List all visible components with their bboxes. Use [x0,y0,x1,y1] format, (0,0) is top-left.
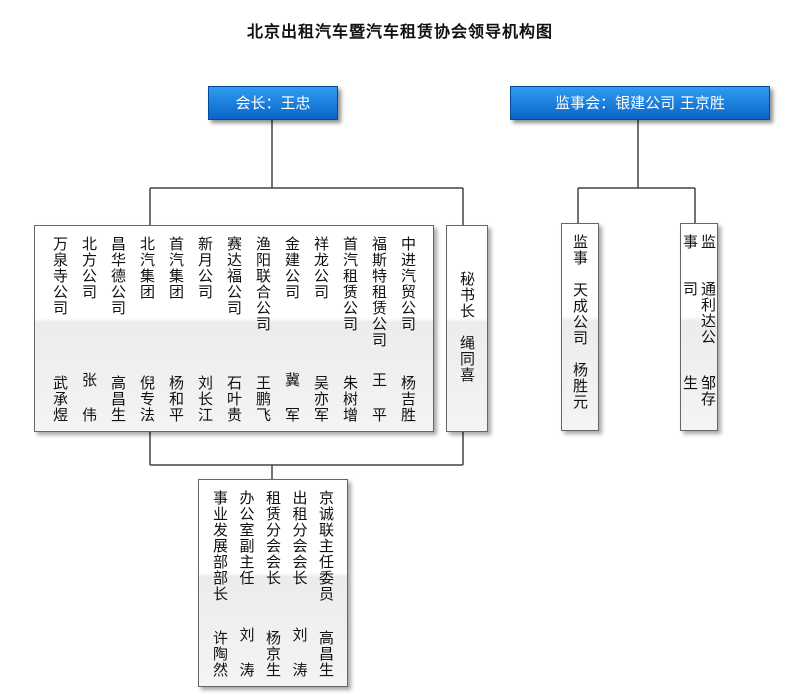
committee-role: 事业发展部部长 [211,490,229,602]
supervisor-org: 天成公司 [571,282,589,346]
vp-org: 中进汽贸公司 [399,236,417,332]
committee-name: 高昌生 [317,630,335,678]
committee-column: 出租分会会长 刘 涛 [291,490,309,678]
committee-role: 租赁分会会长 [264,490,282,586]
committee-column: 事业发展部部长 许陶然 [211,490,229,678]
committee-name: 刘 涛 [290,627,309,678]
vp-org: 北汽集团 [138,236,156,300]
supervisor-title: 监事 [681,234,717,250]
vp-org: 赛达福公司 [225,236,243,316]
vp-column: 新月公司 刘长江 [196,236,214,423]
vp-org: 祥龙公司 [312,236,330,300]
committees-box: 京诚联主任委员 高昌生 出租分会会长 刘 涛 租赁分会会长 杨京生 办公室副主任… [198,479,348,687]
secretary-name: 绳同喜 [458,335,476,383]
vice-presidents-box: 中进汽贸公司 杨吉胜 福斯特租赁公司 王 平 首汽租赁公司 朱树增 祥龙公司 吴… [34,225,434,432]
vp-org: 万泉寺公司 [51,236,69,316]
supervisor-org: 通利达公司 [681,281,717,346]
supervisory-board-box: 监事会：银建公司 王京胜 [510,86,770,120]
vp-name: 武承煜 [51,375,69,423]
vp-column: 首汽租赁公司 朱树增 [341,236,359,423]
president-box: 会长：王忠 [208,86,338,120]
vp-org: 首汽集团 [167,236,185,300]
vp-name: 倪专法 [138,375,156,423]
committee-name: 刘 涛 [237,627,256,678]
vp-column: 昌华德公司 高昌生 [109,236,127,423]
vp-name: 冀 军 [283,372,301,423]
supervisor-box: 监事 天成公司 杨胜元 [561,223,599,431]
vp-column: 福斯特租赁公司 王 平 [370,236,388,423]
supervisor-column: 监事 天成公司 杨胜元 [571,234,589,422]
vp-column: 渔阳联合公司 王鹏飞 [254,236,272,423]
vp-column: 中进汽贸公司 杨吉胜 [399,236,417,423]
vp-org: 北方公司 [80,236,98,300]
vp-org: 金建公司 [283,236,301,300]
supervisor-column: 监事 通利达公司 邹存生 [681,234,717,422]
vp-org: 福斯特租赁公司 [370,236,388,348]
supervisor-title: 监事 [571,234,589,266]
vp-column: 北方公司 张 伟 [80,236,98,423]
vp-name: 石叶贵 [225,375,243,423]
secretary-box: 秘书长 绳同喜 [446,225,488,432]
secretary-column: 秘书长 绳同喜 [458,271,476,401]
vp-name: 刘长江 [196,375,214,423]
secretary-title: 秘书长 [458,271,476,319]
vp-column: 北汽集团 倪专法 [138,236,156,423]
vp-org: 新月公司 [196,236,214,300]
vp-org: 昌华德公司 [109,236,127,316]
vp-name: 吴亦军 [312,375,330,423]
vp-name: 王鹏飞 [254,375,272,423]
committee-column: 京诚联主任委员 高昌生 [317,490,335,678]
vp-column: 金建公司 冀 军 [283,236,301,423]
vp-name: 杨和平 [167,375,185,423]
committee-role: 京诚联主任委员 [317,490,335,602]
supervisor-box: 监事 通利达公司 邹存生 [680,223,718,431]
vp-column: 祥龙公司 吴亦军 [312,236,330,423]
committee-role: 办公室副主任 [237,490,256,586]
vp-column: 赛达福公司 石叶贵 [225,236,243,423]
vp-column: 万泉寺公司 武承煜 [51,236,69,423]
vp-name: 朱树增 [341,375,359,423]
committee-column: 办公室副主任 刘 涛 [238,490,256,678]
page-title: 北京出租汽车暨汽车租赁协会领导机构图 [246,22,553,41]
committee-name: 杨京生 [264,630,282,678]
vp-name: 高昌生 [109,375,127,423]
committee-column: 租赁分会会长 杨京生 [264,490,282,678]
vp-name: 杨吉胜 [399,375,417,423]
committee-role: 出租分会会长 [290,490,309,586]
vp-org: 渔阳联合公司 [254,236,272,332]
vp-name: 王 平 [370,372,388,423]
vp-name: 张 伟 [80,372,98,423]
supervisor-name: 杨胜元 [571,362,589,410]
vp-column: 首汽集团 杨和平 [167,236,185,423]
committee-name: 许陶然 [211,630,229,678]
supervisor-name: 邹存生 [681,375,717,408]
vp-org: 首汽租赁公司 [341,236,359,332]
